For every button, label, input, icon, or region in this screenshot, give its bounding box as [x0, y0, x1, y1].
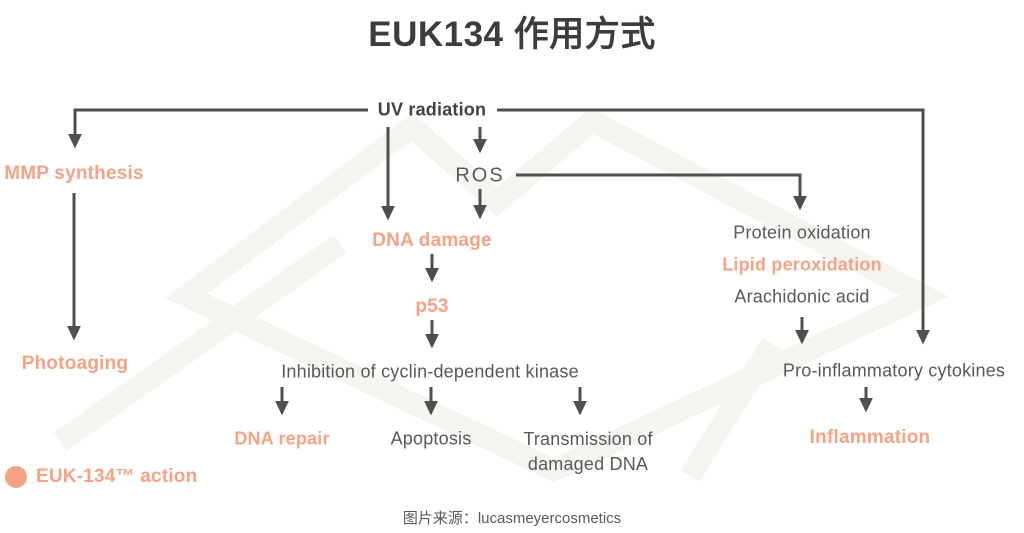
- arrow-uv-to-mmp: [68, 108, 368, 149]
- node-dna-damage: DNA damage: [372, 230, 492, 251]
- node-p53: p53: [415, 296, 449, 317]
- node-lipid-peroxidation: Lipid peroxidation: [722, 254, 882, 275]
- node-apoptosis: Apoptosis: [390, 428, 472, 449]
- arrow-ros-to-protein-oxidation: [516, 173, 807, 211]
- node-ros: ROS: [455, 164, 505, 187]
- diagram-arrows: [67, 108, 930, 416]
- node-dna-repair: DNA repair: [234, 428, 330, 449]
- page-title: EUK134 作用方式: [368, 15, 656, 54]
- image-source-caption: 图片来源：lucasmeyercosmetics: [402, 510, 622, 527]
- node-inhibition-cdk: Inhibition of cyclin-dependent kinase: [281, 361, 579, 382]
- node-transmission-damaged-dna: Transmission of damaged DNA: [523, 429, 653, 474]
- node-protein-oxidation: Protein oxidation: [733, 222, 871, 243]
- node-mmp-synthesis: MMP synthesis: [4, 163, 144, 184]
- node-inflammation: Inflammation: [809, 427, 931, 448]
- legend-label: EUK-134™ action: [36, 466, 198, 487]
- node-pro-inflammatory-cytokines: Pro-inflammatory cytokines: [782, 360, 1006, 381]
- legend: EUK-134™ action: [5, 466, 197, 488]
- node-arachidonic-acid: Arachidonic acid: [734, 286, 870, 307]
- arrow-uv-to-cytokines: [497, 108, 930, 345]
- node-photoaging: Photoaging: [21, 353, 129, 374]
- watermark-logo: [53, 107, 949, 483]
- node-uv-radiation: UV radiation: [377, 99, 487, 120]
- legend-dot-icon: [5, 466, 27, 488]
